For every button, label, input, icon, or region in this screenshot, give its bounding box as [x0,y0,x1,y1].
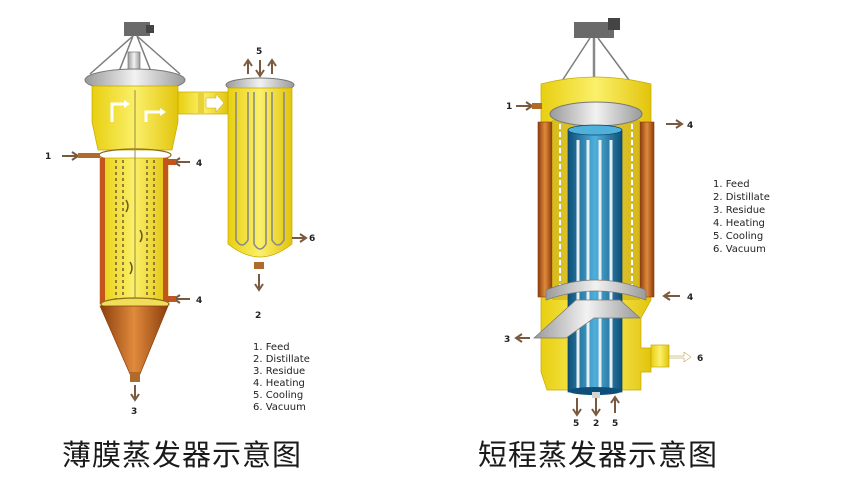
condenser-tubes [576,140,613,390]
port-label: 4 [196,296,202,306]
heating-top-arrow-icon [172,157,190,167]
legend-item: 2. Distillate [253,354,310,365]
port-label: 3 [504,335,510,345]
internal-condenser [567,129,623,393]
feed-arrow-icon [62,151,80,161]
heating-top-arrow-icon [666,119,684,129]
legend-item: 5. Cooling [253,390,303,401]
legend-item: 2. Distillate [713,192,770,203]
vapor-flow-icon [110,102,124,122]
cooling-out-arrow-icon [243,58,253,74]
heating-jacket-left [100,158,105,304]
wiper-blades [559,124,633,296]
residue-cone [99,305,169,375]
legend-item: 4. Heating [253,378,305,389]
evaporator-column [99,157,169,305]
legend-item: 1. Feed [253,342,290,353]
port-label: 2 [593,419,599,429]
port-label: 5 [612,419,618,429]
legend-item: 6. Vacuum [253,402,306,413]
port-label: 1 [506,102,512,112]
support-frame [559,37,633,85]
distillate-arrow-icon [254,274,264,292]
port-label: 4 [687,121,693,131]
legend-left: 1. Feed 2. Distillate 3. Residue 4. Heat… [253,342,310,413]
residue-chute [533,299,641,339]
vacuum-nozzle [650,344,670,368]
port-label: 3 [131,407,137,417]
port-label: 6 [309,234,315,244]
heating-jacket-left [537,121,553,298]
legend-item: 6. Vacuum [713,244,766,255]
caption-thin-film: 薄膜蒸发器示意图 [62,438,303,472]
cooling-in-arrow-icon [255,60,265,78]
motor-icon [124,22,150,36]
cooling-out-arrow-icon [610,395,620,413]
heating-bottom-arrow-icon [172,294,190,304]
legend-item: 4. Heating [713,218,765,229]
short-path-evaporator: 1 4 4 3 6 5 2 5 1. Feed 2. Distillate 3.… [504,18,770,429]
vacuum-arrow-icon [292,233,308,243]
port-label: 1 [45,152,51,162]
vapor-arrow-icon [205,93,225,113]
distillate-arrow-icon [591,398,601,417]
caption-short-path: 短程蒸发器示意图 [478,438,719,472]
residue-outlet [130,372,140,382]
port-label: 6 [697,354,703,364]
heating-jacket-right [163,158,168,304]
thin-film-evaporator: 1 4 4 3 5 6 2 1. Feed 2. Distillate 3. R… [45,22,315,417]
legend-item: 3. Residue [713,205,765,216]
feed-arrow-icon [516,101,534,111]
motor-end [146,25,154,33]
residue-arrow-icon [514,333,530,343]
diagram-canvas: 1 4 4 3 5 6 2 1. Feed 2. Distillate 3. R… [45,18,770,429]
cooling-in-arrow-icon [572,398,582,417]
legend-item: 1. Feed [713,179,750,190]
heating-jacket-right [639,121,655,298]
duct-flange [198,92,204,114]
feed-pipe [78,153,100,158]
motor-icon [574,22,614,38]
distributor-plate [549,101,643,127]
port-label: 2 [255,311,261,321]
support-frame [89,35,181,75]
condenser [225,77,295,269]
port-label: 5 [573,419,579,429]
port-label: 5 [256,47,262,57]
legend-right: 1. Feed 2. Distillate 3. Residue 4. Heat… [713,179,770,255]
legend-item: 5. Cooling [713,231,763,242]
heating-bottom-arrow-icon [662,291,680,301]
collector-upper [545,279,647,301]
port-label: 4 [196,159,202,169]
port-label: 4 [687,293,693,303]
residue-arrow-icon [130,385,140,402]
legend-item: 3. Residue [253,366,305,377]
